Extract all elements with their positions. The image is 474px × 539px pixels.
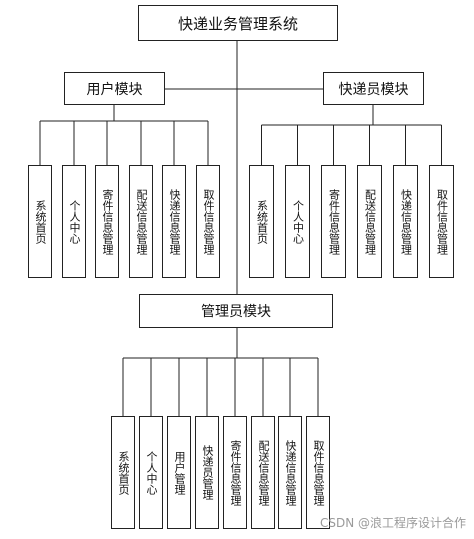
leaf-node-admin-5: 寄件信息管理	[223, 416, 247, 529]
leaf-node-courier-4: 配送信息管理	[357, 165, 382, 278]
leaf-node-user-2: 个人中心	[62, 165, 86, 278]
module-node-admin: 管理员模块	[139, 294, 333, 328]
leaf-node-admin-8: 取件信息管理	[306, 416, 330, 529]
watermark-text: CSDN @浪工程序设计合作	[319, 516, 466, 530]
root-node-system-title: 快递业务管理系统	[138, 5, 338, 41]
leaf-node-admin-2: 个人中心	[139, 416, 163, 529]
leaf-node-admin-6: 配送信息管理	[251, 416, 275, 529]
leaf-node-courier-2: 个人中心	[285, 165, 310, 278]
leaf-node-user-1: 系统首页	[28, 165, 52, 278]
leaf-node-user-5: 快递信息管理	[162, 165, 186, 278]
leaf-node-courier-5: 快递信息管理	[393, 165, 418, 278]
leaf-node-admin-1: 系统首页	[111, 416, 135, 529]
leaf-node-admin-3: 用户管理	[167, 416, 191, 529]
leaf-node-courier-6: 取件信息管理	[429, 165, 454, 278]
module-node-user: 用户模块	[64, 72, 165, 105]
leaf-node-admin-4: 快递员管理	[195, 416, 219, 529]
leaf-node-courier-3: 寄件信息管理	[321, 165, 346, 278]
leaf-node-user-4: 配送信息管理	[129, 165, 153, 278]
leaf-node-courier-1: 系统首页	[249, 165, 274, 278]
leaf-node-user-6: 取件信息管理	[196, 165, 220, 278]
leaf-node-admin-7: 快递信息管理	[278, 416, 302, 529]
module-node-courier: 快递员模块	[323, 72, 424, 105]
leaf-node-user-3: 寄件信息管理	[95, 165, 119, 278]
